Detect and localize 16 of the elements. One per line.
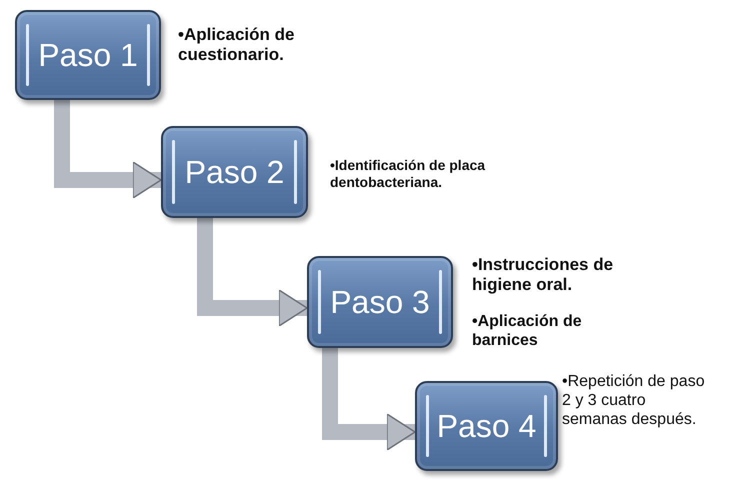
- step-label: Paso 4: [436, 408, 536, 444]
- bent-arrow: [54, 100, 162, 199]
- bent-arrow: [197, 218, 308, 327]
- step-label: Paso 2: [184, 154, 284, 190]
- step-box: [307, 256, 453, 348]
- step-note: •Aplicación de barnices: [472, 312, 583, 350]
- step-note: •Repetición de paso 2 y 3 cuatro semanas después.: [562, 372, 706, 430]
- step-note: •Aplicación de cuestionario.: [178, 25, 296, 66]
- step-box: [161, 126, 308, 218]
- step-note: •Identificación de placa dentobacteriana.: [330, 157, 486, 191]
- step-label: Paso 1: [38, 36, 138, 74]
- step-label: Paso 3: [330, 284, 430, 320]
- step-note: •Instrucciones de higiene oral.: [472, 255, 614, 296]
- step-box: [15, 10, 161, 100]
- bent-arrow: [322, 348, 416, 451]
- step-box: [415, 381, 558, 471]
